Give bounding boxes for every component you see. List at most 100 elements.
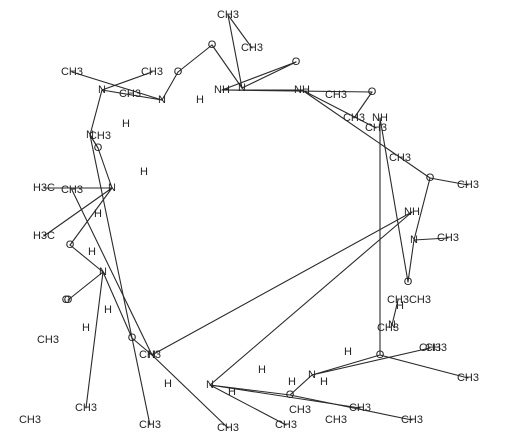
atom-label-46: CH3: [119, 88, 141, 100]
bond-0: [161, 71, 179, 101]
atom-label-71: H: [228, 386, 236, 398]
atom-label-38: CH3: [349, 402, 371, 414]
atom-label-13: O: [128, 332, 137, 344]
bond-4: [221, 61, 297, 91]
bond-28: [89, 134, 151, 426]
bond-6: [301, 89, 431, 179]
bond-46: [89, 134, 99, 149]
bond-19: [69, 187, 113, 246]
atom-label-35: CH3: [419, 342, 441, 354]
atom-label-4: O: [292, 56, 301, 68]
atom-label-65: H: [122, 118, 130, 130]
atom-label-68: H: [82, 322, 90, 334]
atom-label-3: N: [238, 82, 246, 94]
atom-label-2: O: [208, 39, 217, 51]
atom-label-34: CH3: [387, 294, 409, 306]
atom-label-30: CH3: [343, 112, 365, 124]
atom-label-59: NH: [404, 206, 420, 218]
atom-label-8: N: [108, 182, 116, 194]
atom-label-12: N: [148, 349, 156, 361]
bond-26: [227, 14, 243, 89]
atom-label-63: H: [104, 304, 112, 316]
atom-label-43: CH3: [61, 184, 83, 196]
bond-39: [429, 177, 469, 186]
atom-label-37: CH3: [401, 414, 423, 426]
atom-label-10: N: [99, 266, 107, 278]
atom-label-15: O: [286, 389, 295, 401]
bond-38: [301, 89, 377, 129]
atom-label-18: N: [388, 319, 396, 331]
atom-label-5: N: [98, 84, 106, 96]
atom-label-27: CH3: [141, 66, 163, 78]
bond-15: [151, 211, 413, 356]
bond-7: [413, 177, 431, 241]
atom-label-7: O: [94, 142, 103, 154]
bond-30: [43, 187, 113, 237]
atom-label-60: H: [396, 300, 404, 312]
bond-11: [311, 354, 381, 376]
atom-label-33: CH3: [437, 232, 459, 244]
atom-label-41: CH3: [139, 419, 161, 431]
bond-41: [379, 354, 469, 379]
atom-label-6: N: [86, 129, 94, 141]
bond-32: [71, 189, 153, 356]
atom-label-72: H: [258, 364, 266, 376]
bond-25: [101, 71, 153, 91]
atom-label-62: H: [164, 378, 172, 390]
atom-label-26: CH3: [61, 66, 83, 78]
atom-label-51: CH3: [325, 414, 347, 426]
atom-label-54: CH3: [377, 322, 399, 334]
bond-1: [177, 44, 213, 73]
atom-label-42: CH3: [75, 402, 97, 414]
bond-8: [407, 239, 415, 283]
atom-label-39: CH3: [275, 419, 297, 431]
bond-12: [289, 374, 313, 396]
atom-label-55: CH3: [139, 349, 161, 361]
bond-42: [289, 394, 413, 421]
bond-35: [391, 299, 399, 326]
bond-2: [211, 44, 243, 89]
atom-label-61: H: [344, 346, 352, 358]
atom-label-58: NH: [372, 112, 388, 124]
atom-label-57: NH: [294, 84, 310, 96]
atom-label-11: O: [64, 294, 73, 306]
atom-label-24: H3C: [33, 182, 55, 194]
bond-37: [353, 91, 373, 119]
atom-label-50: CH3: [289, 404, 311, 416]
bond-31: [85, 271, 104, 409]
atom-label-52: CH3: [325, 89, 347, 101]
bond-45: [67, 271, 104, 301]
atom-label-64: H: [94, 208, 102, 220]
atom-label-47: CH3: [89, 130, 111, 142]
atom-label-70: H: [140, 166, 148, 178]
atom-label-29: CH3: [241, 42, 263, 54]
bond-17: [102, 271, 133, 339]
bond-43: [209, 384, 287, 426]
atom-label-49: CH3: [425, 342, 447, 354]
atom-label-21: O: [426, 172, 435, 184]
atom-label-22: O: [368, 86, 377, 98]
atom-label-56: NH: [214, 84, 230, 96]
atom-label-69: H: [88, 246, 96, 258]
atom-label-17: O: [376, 349, 385, 361]
atom-label-44: CH3: [37, 334, 59, 346]
atom-label-28: CH3: [217, 9, 239, 21]
bond-34: [311, 347, 431, 376]
atom-label-67: H: [196, 94, 204, 106]
atom-label-9: O: [66, 239, 75, 251]
bond-3: [241, 61, 297, 89]
atom-label-40: CH3: [217, 422, 239, 434]
bond-14: [209, 211, 413, 386]
atom-label-0: O: [174, 66, 183, 78]
bond-18: [69, 244, 104, 273]
atom-label-66: H: [320, 376, 328, 388]
atom-label-14: N: [206, 379, 214, 391]
atom-label-73: H: [288, 376, 296, 388]
atom-label-45: CH3: [19, 414, 41, 426]
atom-label-1: N: [158, 94, 166, 106]
bond-24: [71, 71, 163, 101]
atom-label-48: CH3: [409, 294, 431, 306]
atom-label-19: O: [404, 276, 413, 288]
atom-label-16: N: [308, 369, 316, 381]
